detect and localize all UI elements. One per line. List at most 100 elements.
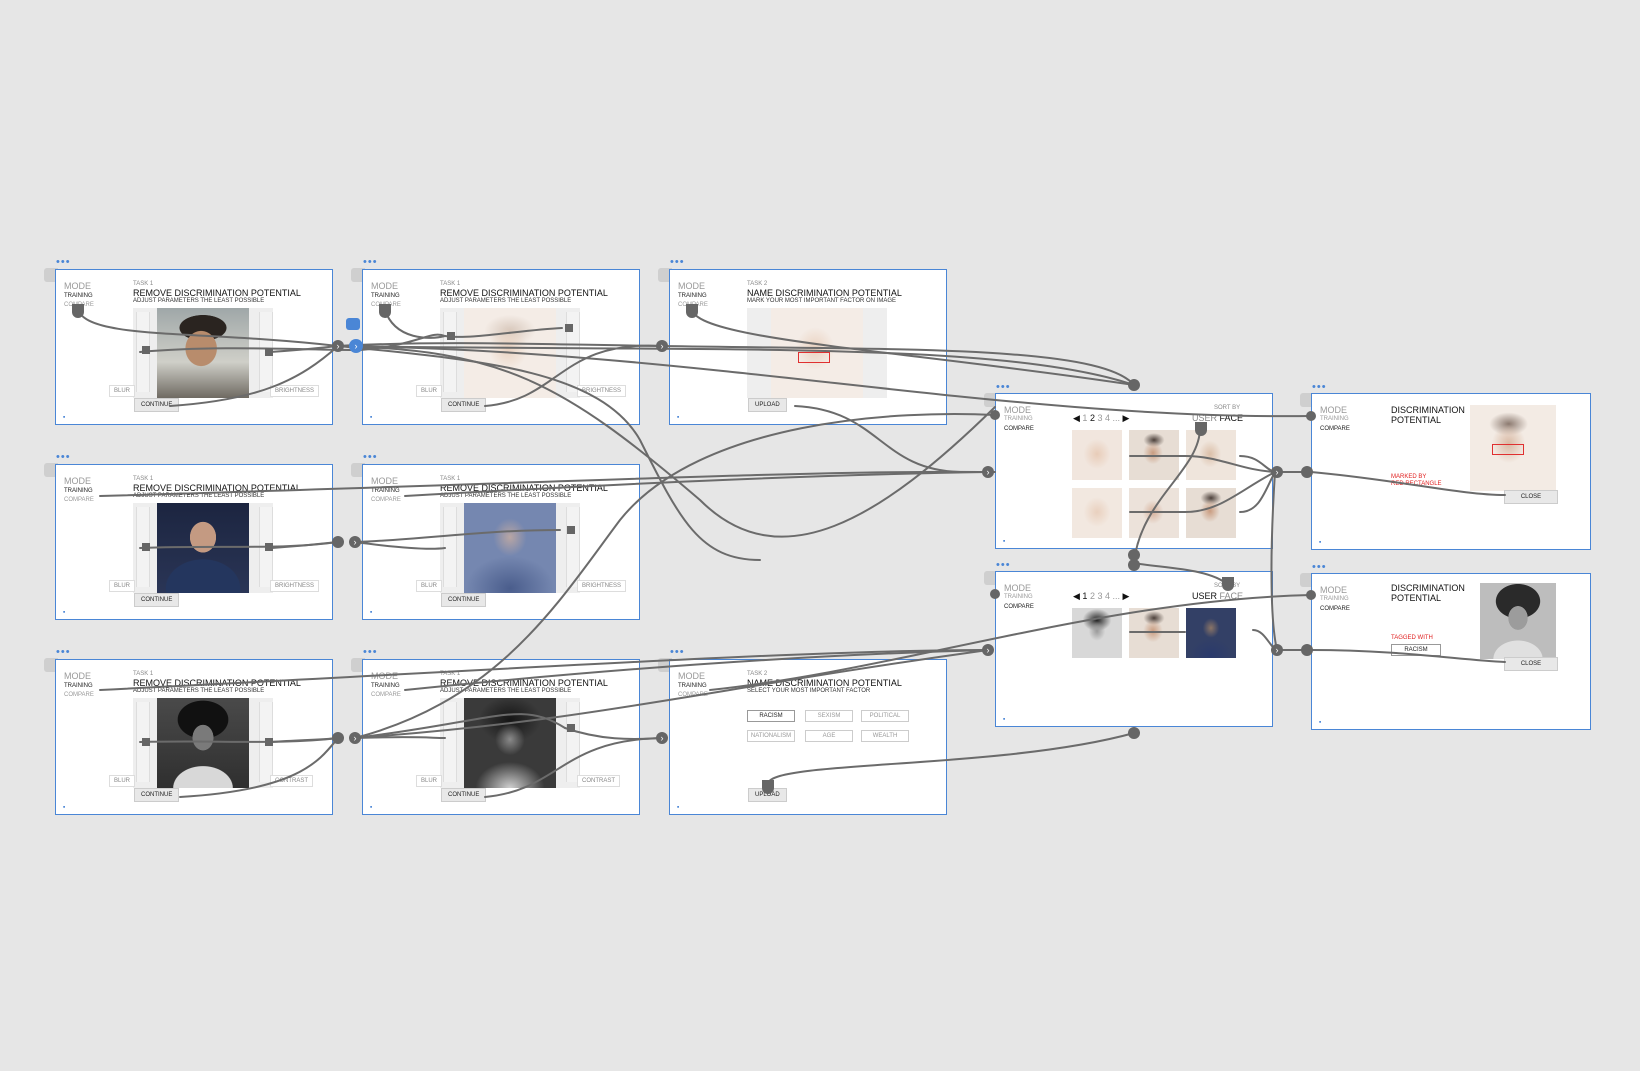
contrast-slider[interactable] [259, 702, 273, 782]
frame-tab[interactable] [44, 268, 58, 282]
frame-tab[interactable] [44, 463, 58, 477]
blur-slider[interactable] [136, 702, 150, 782]
frame-menu-icon[interactable]: ••• [363, 646, 378, 658]
tag-racism: RACISM [1391, 644, 1441, 656]
pagination[interactable]: ◀ 1 2 3 4 ... ▶ [1073, 413, 1130, 423]
frame-subtitle: SELECT YOUR MOST IMPORTANT FACTOR [747, 688, 871, 694]
frame-subtitle: ADJUST PARAMETERS THE LEAST POSSIBLE [133, 298, 265, 304]
marked-area-rectangle [1492, 444, 1524, 455]
blur-label: BLUR [416, 775, 443, 787]
frame-tab[interactable] [1300, 573, 1314, 587]
footer-note: ■ [1003, 539, 1006, 543]
brightness-slider[interactable] [259, 507, 273, 587]
close-button[interactable]: CLOSE [1504, 657, 1558, 671]
continue-button[interactable]: CONTINUE [441, 593, 487, 607]
thumbnail[interactable] [1186, 488, 1236, 538]
chevron-right-icon: › [337, 341, 340, 351]
frame-title: REMOVE DISCRIMINATION POTENTIAL [440, 288, 608, 298]
task-label: TASK 2 [747, 281, 768, 287]
upload-button[interactable]: UPLOAD [748, 788, 787, 802]
brightness-slider[interactable] [566, 507, 580, 587]
brightness-slider[interactable] [566, 312, 580, 392]
frame-menu-icon[interactable]: ••• [996, 381, 1011, 393]
frame-menu-icon[interactable]: ••• [1312, 381, 1327, 393]
marked-area-rectangle[interactable] [798, 352, 830, 363]
frame-menu-icon[interactable]: ••• [56, 451, 71, 463]
thumbnail[interactable] [1072, 608, 1122, 658]
frame-title: REMOVE DISCRIMINATION POTENTIAL [133, 483, 301, 493]
thumbnail[interactable] [1072, 430, 1122, 480]
wire-port [332, 536, 344, 548]
frame-tab[interactable] [44, 658, 58, 672]
frame-menu-icon[interactable]: ••• [56, 256, 71, 268]
sort-options[interactable]: USER FACE [1192, 591, 1244, 601]
chip-nationalism[interactable]: NATIONALISM [747, 730, 795, 742]
blur-slider[interactable] [136, 507, 150, 587]
frame-subtitle: ADJUST PARAMETERS THE LEAST POSSIBLE [440, 493, 572, 499]
continue-button[interactable]: CONTINUE [441, 788, 487, 802]
close-button[interactable]: CLOSE [1504, 490, 1558, 504]
continue-button[interactable]: CONTINUE [134, 788, 180, 802]
contrast-slider[interactable] [566, 702, 580, 782]
sort-options[interactable]: USER FACE [1192, 413, 1244, 423]
task-label: TASK 1 [440, 281, 461, 287]
thumbnail[interactable] [1072, 488, 1122, 538]
frame-tab[interactable] [351, 268, 365, 282]
footer-note: ■ [1319, 540, 1322, 544]
footer-note: ■ [63, 415, 66, 419]
frame-menu-icon[interactable]: ••• [670, 256, 685, 268]
thumbnail[interactable] [1129, 430, 1179, 480]
blur-slider[interactable] [443, 702, 457, 782]
chevron-right-icon: › [354, 733, 357, 743]
footer-note: ■ [1319, 720, 1322, 724]
chevron-right-icon: › [987, 467, 990, 477]
brightness-slider[interactable] [259, 312, 273, 392]
chevron-right-icon: › [1276, 467, 1279, 477]
frame-menu-icon[interactable]: ••• [363, 451, 378, 463]
contrast-label: CONTRAST [270, 775, 313, 787]
chevron-right-icon: › [354, 537, 357, 547]
chip-political[interactable]: POLITICAL [861, 710, 909, 722]
continue-button[interactable]: CONTINUE [134, 593, 180, 607]
thumbnail[interactable] [1129, 608, 1179, 658]
thumbnail[interactable] [1129, 488, 1179, 538]
task-label: TASK 1 [133, 476, 154, 482]
blur-slider[interactable] [443, 312, 457, 392]
frame-menu-icon[interactable]: ••• [1312, 561, 1327, 573]
chip-age[interactable]: AGE [805, 730, 853, 742]
thumbnail[interactable] [1186, 430, 1236, 480]
continue-button[interactable]: CONTINUE [134, 398, 180, 412]
chip-wealth[interactable]: WEALTH [861, 730, 909, 742]
chip-sexism[interactable]: SEXISM [805, 710, 853, 722]
frame-tab[interactable] [658, 268, 672, 282]
frame-menu-icon[interactable]: ••• [670, 646, 685, 658]
blur-slider[interactable] [443, 507, 457, 587]
thumbnail[interactable] [1186, 608, 1236, 658]
frame-menu-icon[interactable]: ••• [56, 646, 71, 658]
blurred-portrait-photo [464, 698, 556, 788]
pagination[interactable]: ◀ 1 2 3 4 ... ▶ [1073, 591, 1130, 601]
blur-slider[interactable] [136, 312, 150, 392]
continue-button[interactable]: CONTINUE [441, 398, 487, 412]
footer-note: ■ [677, 415, 680, 419]
chip-racism[interactable]: RACISM [747, 710, 795, 722]
frame-menu-icon[interactable]: ••• [363, 256, 378, 268]
frame-menu-icon[interactable]: ••• [996, 559, 1011, 571]
upload-button[interactable]: UPLOAD [748, 398, 787, 412]
